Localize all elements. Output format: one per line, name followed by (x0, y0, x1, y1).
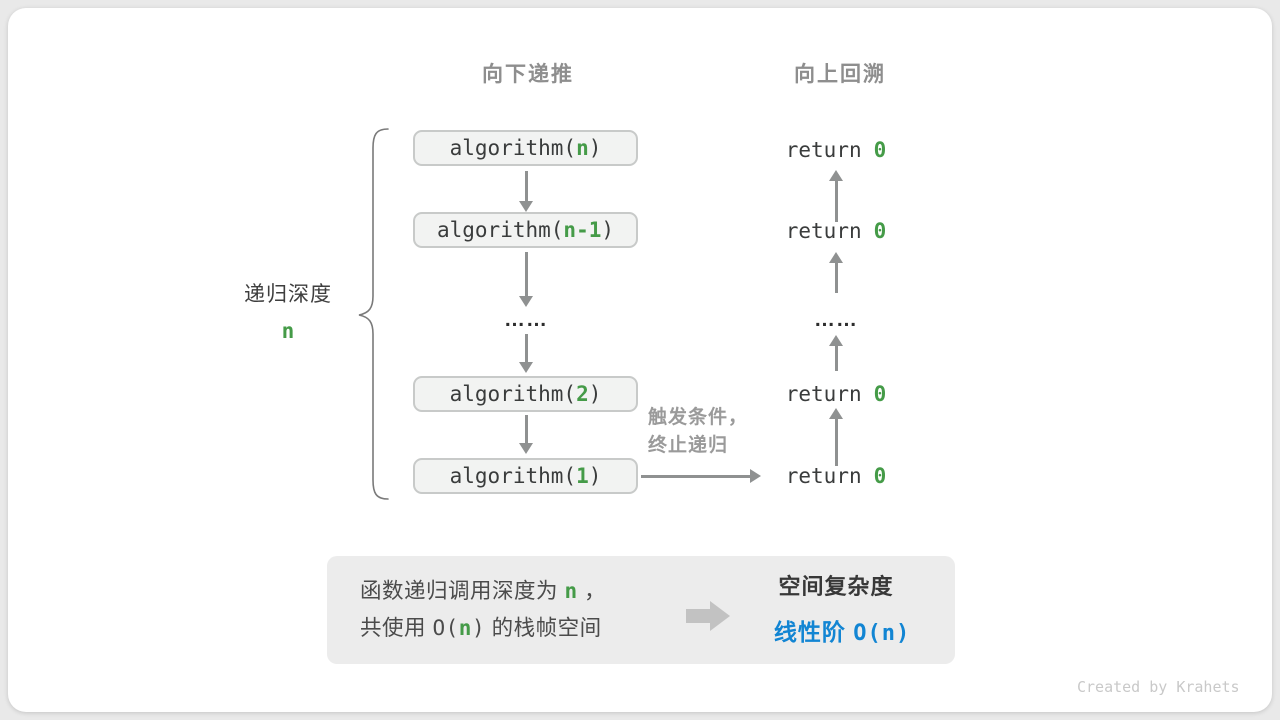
summary-result: 线性阶 O(n) (774, 613, 910, 647)
arrow-down-icon (524, 171, 528, 202)
curly-brace-icon (358, 128, 389, 500)
call-prefix: algorithm( (449, 382, 577, 406)
summary-result-value: O(n) (853, 621, 911, 646)
summary-line1: 函数递归调用深度为 n ， (360, 573, 606, 610)
summary-line2-after: 的栈帧空间 (491, 616, 602, 640)
trigger-note-line1: 触发条件， (648, 407, 749, 428)
call-prefix: algorithm( (436, 218, 564, 242)
summary-line2: 共使用 O(n) 的栈帧空间 (360, 610, 606, 647)
return-value: 0 (873, 382, 887, 406)
return-keyword: return (785, 382, 862, 406)
call-box-n-1: algorithm(n-1) (413, 212, 638, 248)
summary-result-label: 线性阶 (773, 619, 846, 645)
summary-line1-after: ， (584, 579, 607, 603)
stack-ellipsis: …… (504, 308, 548, 331)
return-value: 0 (873, 138, 887, 162)
depth-label: 递归深度 (244, 283, 332, 306)
call-arg: 2 (576, 382, 589, 406)
arrow-up-icon (834, 345, 838, 371)
call-box-1: algorithm(1) (413, 458, 638, 494)
summary-line1-value: n (564, 579, 578, 603)
arrow-up-icon (834, 418, 838, 466)
summary-line1-before: 函数递归调用深度为 (360, 579, 559, 603)
call-arg: n (576, 136, 589, 160)
arrow-down-icon (524, 252, 528, 297)
call-box-n: algorithm(n) (413, 130, 638, 166)
summary-panel (327, 556, 955, 664)
summary-line2-before: 共使用 (360, 616, 427, 640)
depth-value: n (281, 319, 295, 343)
return-label: return 0 (786, 464, 887, 488)
return-label: return 0 (786, 138, 887, 162)
header-recurse-down: 向下递推 (482, 63, 574, 86)
return-keyword: return (785, 138, 862, 162)
arrow-down-icon (524, 415, 528, 444)
block-arrow-right-icon (686, 601, 730, 631)
call-suffix: ) (588, 382, 602, 406)
trigger-note: 触发条件， 终止递归 (648, 404, 748, 460)
call-prefix: algorithm( (449, 464, 577, 488)
arrow-up-icon (834, 180, 838, 222)
trigger-note-line2: 终止递归 (648, 435, 729, 456)
return-label: return 0 (786, 219, 887, 243)
summary-line2-open: O( (432, 616, 459, 640)
return-value: 0 (873, 464, 887, 488)
return-label: return 0 (786, 382, 887, 406)
summary-line2-value: n (458, 616, 472, 640)
call-arg: 1 (576, 464, 589, 488)
return-keyword: return (785, 219, 862, 243)
arrow-right-icon (641, 474, 751, 478)
call-suffix: ) (601, 218, 615, 242)
call-prefix: algorithm( (449, 136, 577, 160)
call-arg: n-1 (563, 218, 602, 242)
call-suffix: ) (588, 464, 602, 488)
arrow-up-icon (834, 262, 838, 293)
header-backtrack-up: 向上回溯 (794, 63, 886, 86)
call-box-2: algorithm(2) (413, 376, 638, 412)
arrow-down-icon (524, 334, 528, 363)
call-suffix: ) (588, 136, 602, 160)
return-keyword: return (785, 464, 862, 488)
summary-left-text: 函数递归调用深度为 n ， 共使用 O(n) 的栈帧空间 (360, 573, 606, 647)
return-ellipsis: …… (814, 308, 858, 331)
summary-right-title: 空间复杂度 (778, 574, 894, 599)
credit-text: Created by Krahets (1077, 678, 1240, 696)
summary-line2-close: ) (471, 616, 486, 640)
return-value: 0 (873, 219, 887, 243)
